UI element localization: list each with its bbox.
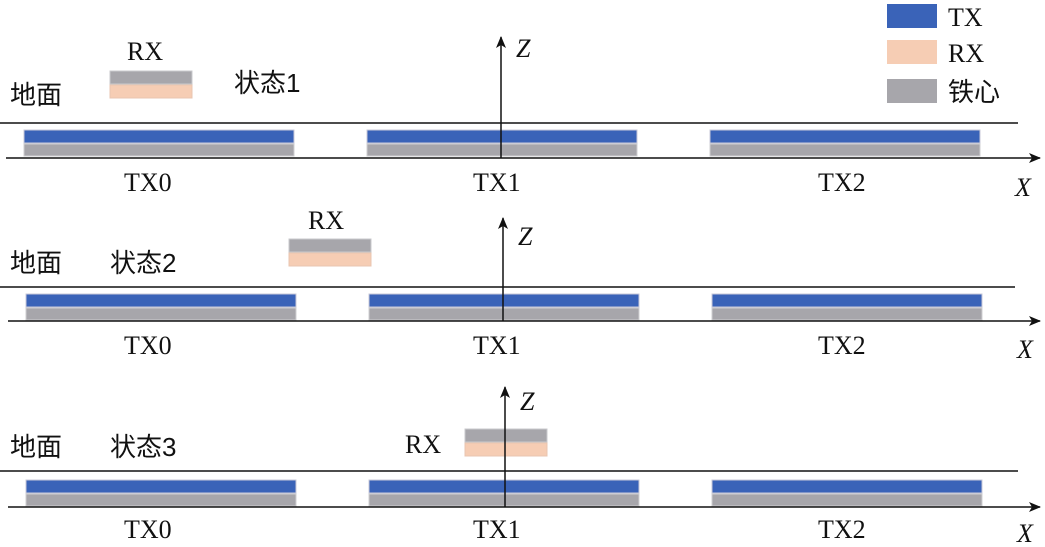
rx-core — [109, 70, 193, 85]
ground-label: 地面 — [10, 432, 62, 462]
tx-core — [711, 493, 983, 507]
rx-label: RX — [308, 206, 344, 235]
tx-label: TX0 — [124, 515, 172, 544]
legend-tx-swatch — [887, 4, 937, 28]
rx-winding — [464, 442, 548, 457]
rx-coil — [464, 428, 548, 457]
tx-core — [25, 307, 297, 321]
legend-rx-swatch — [887, 40, 937, 64]
panel-state-3: 地面 状态3 RX Z X TX0 TX1 TX2 — [0, 386, 1041, 547]
ground-label: 地面 — [10, 248, 62, 278]
tx-coil — [366, 129, 638, 157]
tx-core — [366, 143, 638, 157]
tx-label: TX0 — [124, 331, 172, 360]
tx-winding — [25, 293, 297, 308]
tx-core — [711, 307, 983, 321]
z-axis-label: Z — [520, 387, 535, 416]
tx-coil — [711, 479, 983, 507]
tx-winding — [711, 479, 983, 494]
rx-label: RX — [405, 430, 441, 459]
tx-coil — [23, 129, 295, 157]
tx-label: TX2 — [818, 168, 866, 197]
panel-state-1: 地面 状态1 RX Z X TX0 TX1 TX2 — [0, 34, 1041, 202]
rx-coil — [109, 70, 193, 99]
tx-winding — [368, 479, 640, 494]
legend-rx-label: RX — [948, 39, 984, 68]
tx-winding — [709, 129, 981, 144]
tx-winding — [23, 129, 295, 144]
tx-winding — [711, 293, 983, 308]
state-label: 状态2 — [110, 248, 176, 278]
state-label: 状态1 — [234, 68, 300, 98]
legend-tx-label: TX — [948, 3, 983, 32]
rx-winding — [109, 84, 193, 99]
tx-winding — [366, 129, 638, 144]
rx-winding — [288, 252, 372, 267]
tx-core — [25, 493, 297, 507]
tx-winding — [368, 293, 640, 308]
tx-core — [23, 143, 295, 157]
tx-label: TX1 — [473, 331, 521, 360]
legend-core-swatch — [887, 79, 937, 103]
tx-coil — [368, 479, 640, 507]
rx-core — [288, 238, 372, 253]
tx-label: TX1 — [473, 515, 521, 544]
tx-core — [368, 493, 640, 507]
tx-label: TX2 — [818, 515, 866, 544]
legend: TX RX 铁心 — [887, 3, 1000, 107]
z-axis-label: Z — [518, 222, 533, 251]
tx-coil — [368, 293, 640, 321]
x-axis-label: X — [1016, 335, 1034, 364]
x-axis-label: X — [1016, 519, 1034, 547]
tx-coil — [25, 479, 297, 507]
z-axis-label: Z — [516, 34, 531, 63]
tx-coil — [25, 293, 297, 321]
panel-state-2: 地面 状态2 RX Z X TX0 TX1 TX2 — [0, 206, 1041, 364]
tx-coil — [711, 293, 983, 321]
tx-label: TX2 — [818, 331, 866, 360]
tx-label: TX1 — [473, 168, 521, 197]
tx-core — [709, 143, 981, 157]
rx-core — [464, 428, 548, 443]
tx-core — [368, 307, 640, 321]
rx-label: RX — [127, 37, 163, 66]
legend-core-label: 铁心 — [948, 77, 1000, 107]
state-label: 状态3 — [110, 432, 176, 462]
x-axis-label: X — [1014, 173, 1032, 202]
tx-winding — [25, 479, 297, 494]
rx-coil — [288, 238, 372, 267]
ground-label: 地面 — [10, 80, 62, 110]
tx-label: TX0 — [124, 168, 172, 197]
tx-coil — [709, 129, 981, 157]
